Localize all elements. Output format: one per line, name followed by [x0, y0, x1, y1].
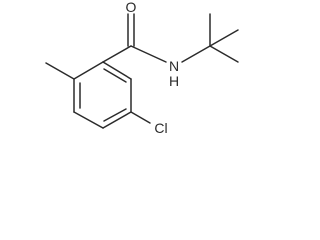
chlorine-label: Cl: [154, 120, 167, 136]
tbutyl-methyl-bond-down: [209, 45, 239, 63]
ring-double-bond-c1-c2: [103, 68, 127, 83]
benzene-ring: [73, 61, 132, 129]
ring-to-carbonyl-bond: [102, 45, 132, 63]
tbutyl-methyl-bond-right: [209, 29, 239, 47]
ring-bond-c4-c5: [73, 111, 104, 129]
nitrogen-label: N: [169, 58, 179, 74]
ring-bond-c3-c4: [102, 111, 132, 129]
chloro-bond: [130, 111, 151, 124]
chemical-structure: O N H Cl: [45, 0, 239, 136]
amide-group: [102, 13, 211, 63]
oxygen-label: O: [126, 0, 137, 15]
carbonyl-to-nitrogen-bond: [130, 45, 167, 63]
nitrogen-to-tbutyl-bond: [181, 45, 211, 63]
hydrogen-label: H: [169, 73, 179, 89]
methyl-bond: [45, 62, 75, 80]
tert-butyl-group: [209, 13, 239, 63]
ring-double-bond-c3-c4: [103, 108, 127, 122]
ring-bond-c1-c2: [102, 61, 132, 80]
ring-bond-c6-c1: [73, 61, 104, 80]
